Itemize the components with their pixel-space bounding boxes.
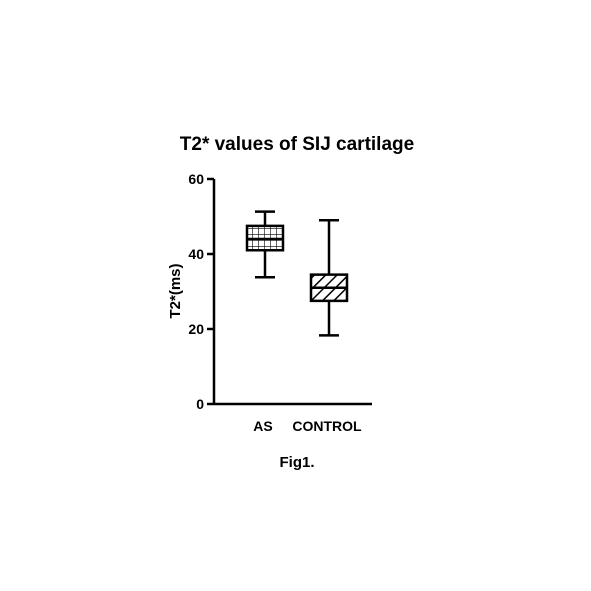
y-axis-label: T2*(ms) [167,263,184,318]
y-tick-label: 40 [188,246,204,262]
box-as [245,210,285,279]
x-tick-label: CONTROL [292,418,362,434]
y-tick-label: 60 [188,171,204,187]
x-tick-label: AS [253,418,272,434]
box-control [309,219,349,337]
y-tick-label: 0 [196,396,204,412]
chart-title: T2* values of SIJ cartilage [180,134,414,155]
figure-caption: Fig1. [279,454,314,471]
y-tick-label: 20 [188,321,204,337]
box-plot-series [245,210,349,337]
